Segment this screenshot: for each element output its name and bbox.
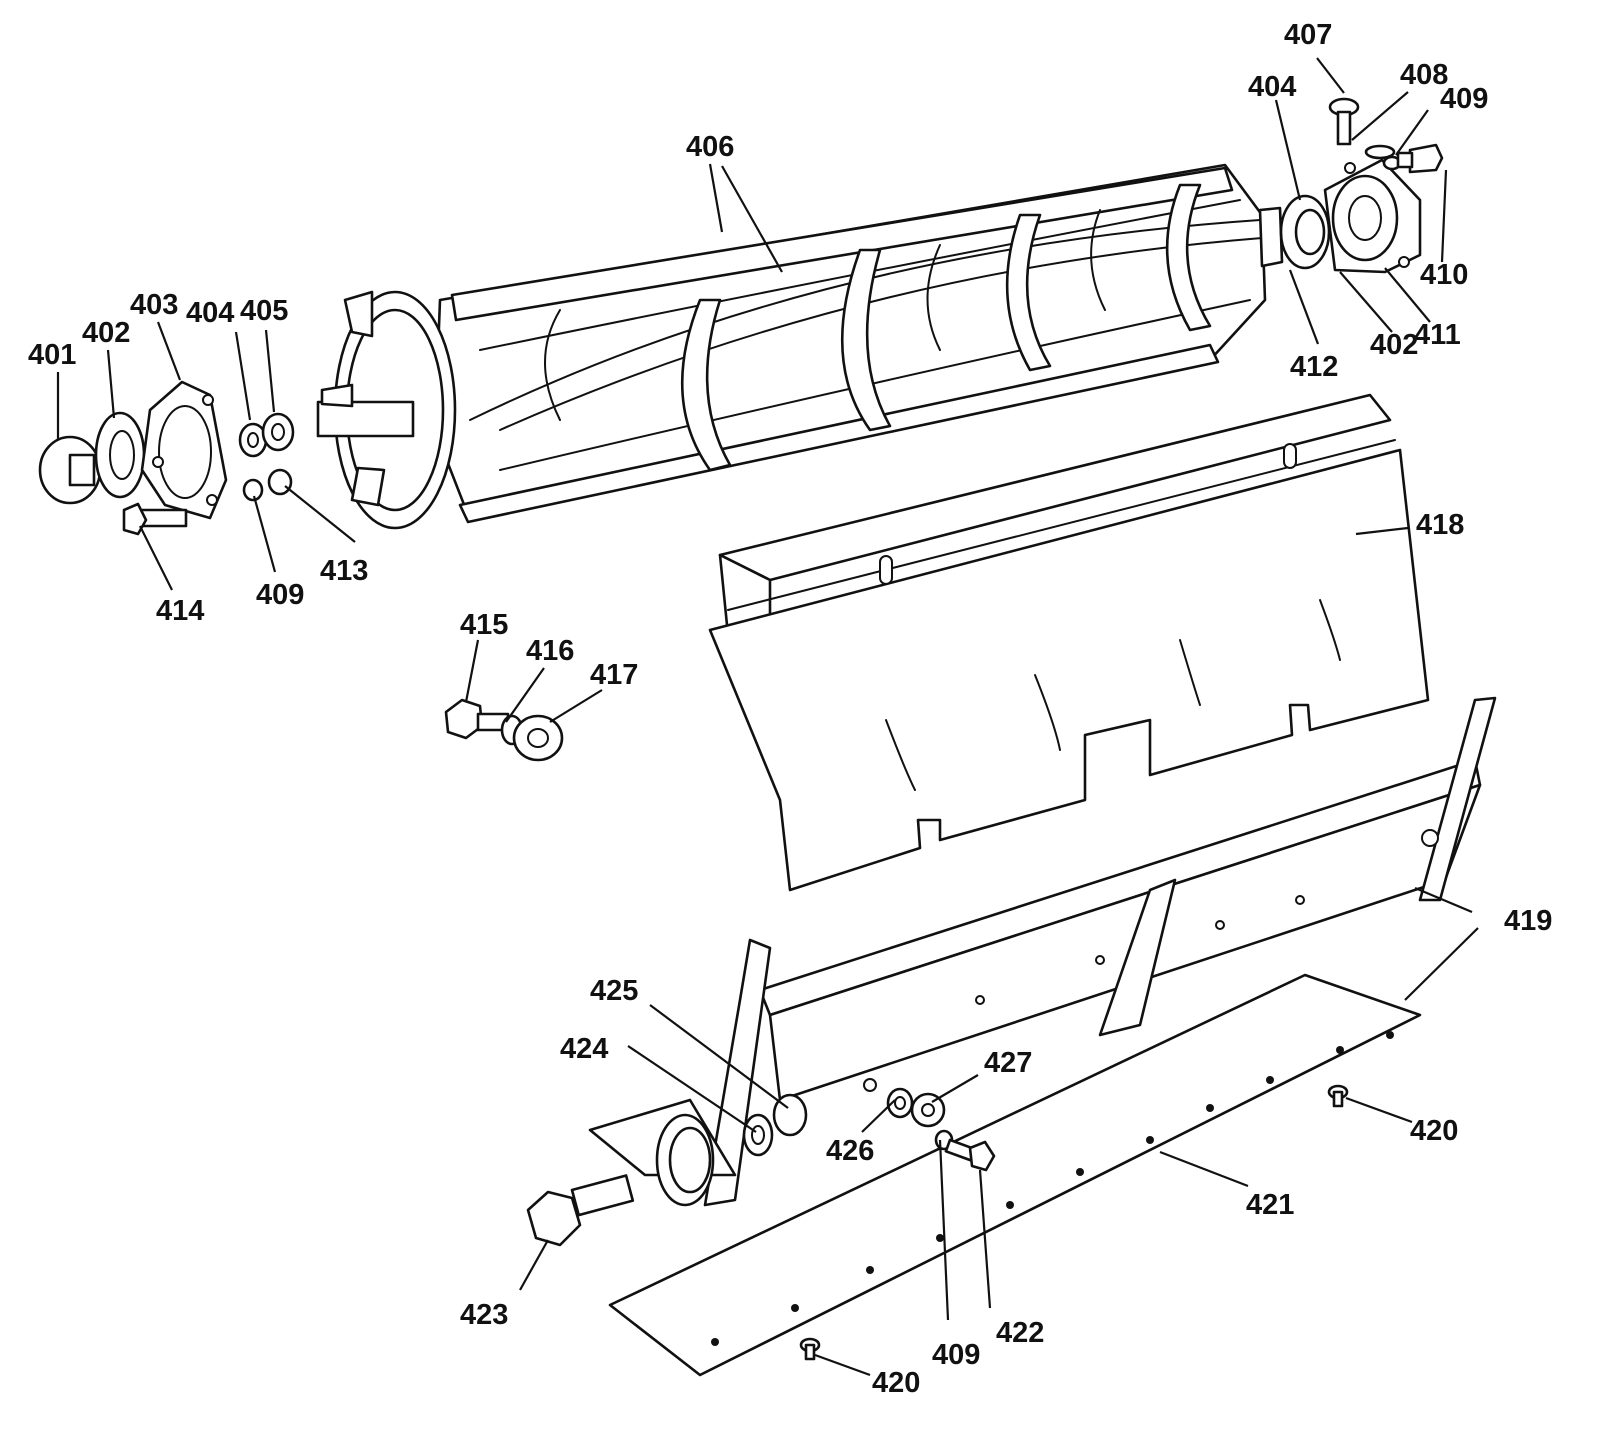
- callout-405: 405: [240, 295, 288, 327]
- callout-415: 415: [460, 609, 508, 641]
- callout-409-top: 409: [1440, 83, 1488, 115]
- callout-419: 419: [1504, 905, 1552, 937]
- cutting-cylinder: [316, 163, 1284, 530]
- right-bearing-assembly: [1279, 97, 1444, 274]
- bottom-frame: [588, 696, 1497, 1207]
- callout-421: 421: [1246, 1189, 1294, 1221]
- callout-416: 416: [526, 635, 574, 667]
- rivets-420: [799, 1084, 1349, 1361]
- callout-424: 424: [560, 1033, 608, 1065]
- callout-409-bottom: 409: [932, 1339, 980, 1371]
- callout-425: 425: [590, 975, 638, 1007]
- callout-labels: 401 402 403 404 405 406 407 408 409 404 …: [28, 19, 1552, 1399]
- fastener-423: [526, 1174, 635, 1247]
- scraper-plate: [708, 393, 1430, 892]
- callout-406: 406: [686, 131, 734, 163]
- fastener-426-427-422: [886, 1087, 996, 1172]
- callout-413: 413: [320, 555, 368, 587]
- callout-426: 426: [826, 1135, 874, 1167]
- callout-417: 417: [590, 659, 638, 691]
- callout-402: 402: [82, 317, 130, 349]
- left-bearing-assembly: [38, 380, 295, 536]
- callout-409-left: 409: [256, 579, 304, 611]
- callout-410: 410: [1420, 259, 1468, 291]
- callout-422: 422: [996, 1317, 1044, 1349]
- callout-418: 418: [1416, 509, 1464, 541]
- callout-414: 414: [156, 595, 204, 627]
- callout-423: 423: [460, 1299, 508, 1331]
- callout-420-bottom: 420: [872, 1367, 920, 1399]
- callout-401: 401: [28, 339, 76, 371]
- leader-lines: [56, 57, 1479, 1377]
- callout-411: 411: [1414, 319, 1461, 351]
- callout-403: 403: [130, 289, 178, 321]
- callout-412: 412: [1290, 351, 1338, 383]
- callout-404: 404: [186, 297, 234, 329]
- callout-427: 427: [984, 1047, 1032, 1079]
- callout-407: 407: [1284, 19, 1332, 51]
- callout-408: 408: [1400, 59, 1448, 91]
- callout-420-right: 420: [1410, 1115, 1458, 1147]
- callout-404-right: 404: [1248, 71, 1296, 103]
- callout-402-right: 402: [1370, 329, 1418, 361]
- fastener-424-425: [742, 1093, 808, 1157]
- fastener-415-417: [444, 698, 564, 762]
- bottom-blade: [608, 973, 1422, 1377]
